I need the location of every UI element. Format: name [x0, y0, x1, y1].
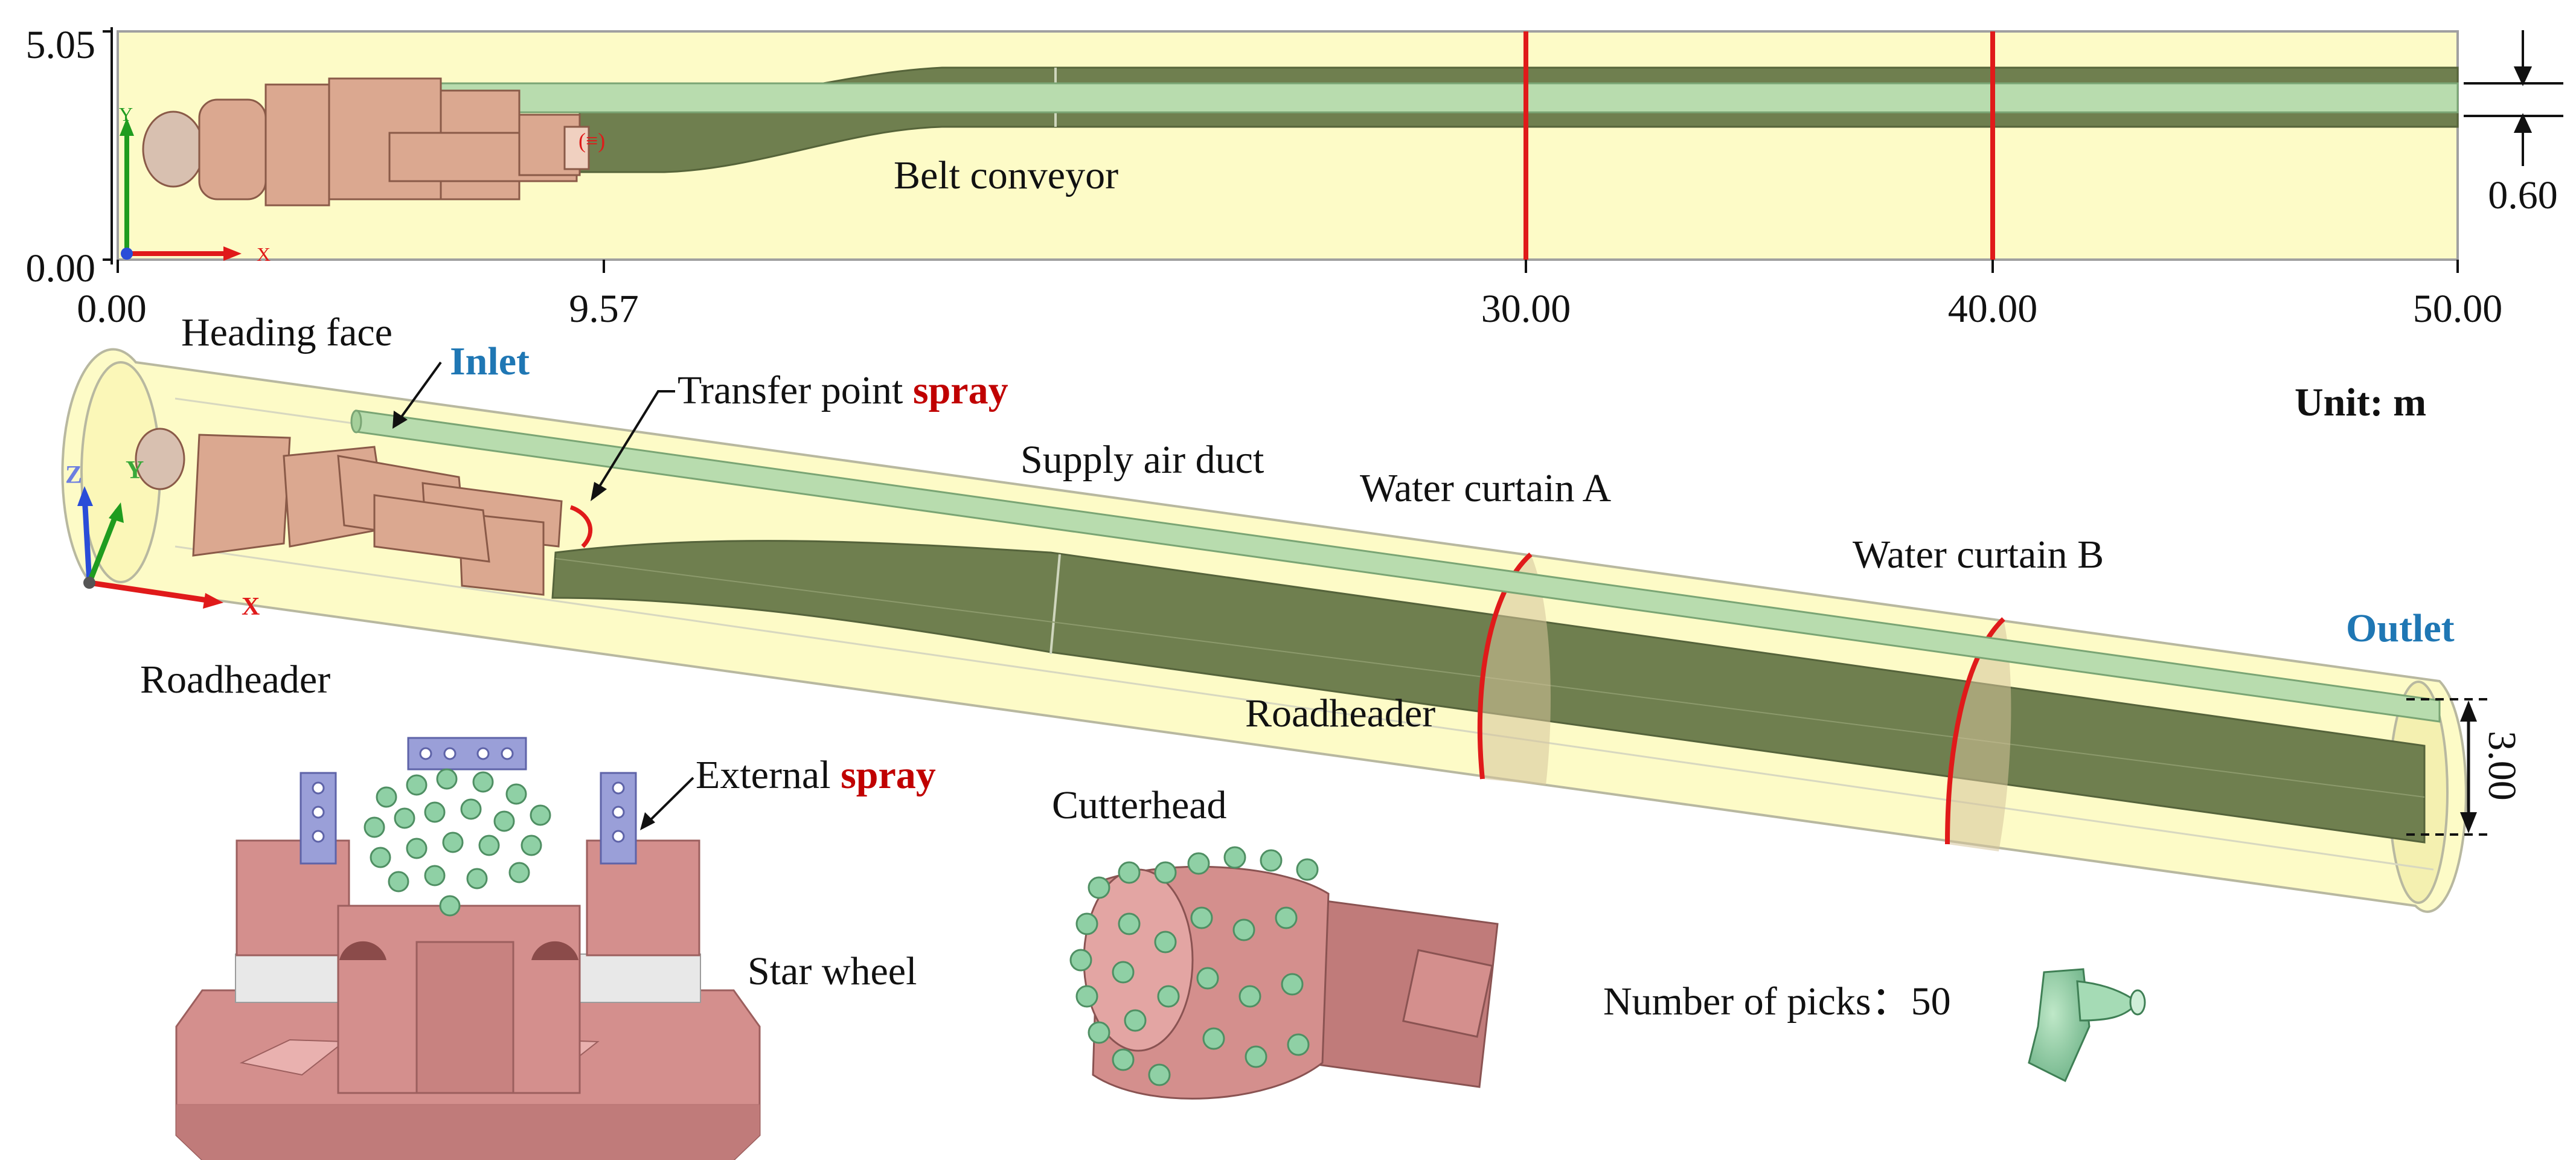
diameter-dimension	[2406, 698, 2488, 836]
top-axis-y-label: Y	[119, 103, 133, 125]
top-y-tick-bottom: 0.00	[26, 246, 96, 290]
transfer-point-text: Transfer point	[678, 368, 913, 412]
water-curtain-a-label: Water curtain A	[1360, 466, 1612, 510]
iso-axis-triad: Z Y X	[65, 457, 260, 621]
unit-label: Unit: m	[2295, 380, 2426, 425]
number-of-picks-label: Number of picks：50	[1603, 979, 1951, 1024]
transfer-spray-text: spray	[913, 368, 1008, 412]
iso-axis-z-label: Z	[65, 461, 82, 489]
duct-height-label: 0.60	[2488, 173, 2558, 217]
iso-axis-x-label: X	[242, 593, 260, 621]
duct-height-dimension	[2464, 30, 2563, 166]
star-wheel-label: Star wheel	[748, 949, 917, 993]
outlet-label: Outlet	[2346, 606, 2455, 650]
top-axis-x-label: X	[257, 243, 271, 265]
roadheader-label: Roadheader	[140, 658, 330, 702]
top-x-tick-3: 40.00	[1948, 287, 2038, 331]
diameter-label: 3.00	[2480, 731, 2524, 801]
supply-air-duct-label: Supply air duct	[1020, 438, 1264, 482]
cutterhead-picks	[1069, 846, 1319, 1086]
top-spray-glyph: (≡)	[578, 129, 605, 153]
top-y-tick-top: 5.05	[26, 23, 96, 67]
iso-axis-y-label: Y	[126, 457, 144, 484]
top-x-tick-4: 50.00	[2413, 287, 2503, 331]
top-x-tick-1: 9.57	[569, 287, 639, 331]
transfer-point-spray-label: Transfer point spray	[678, 368, 1008, 412]
external-spray-label: External spray	[696, 753, 936, 797]
top-x-tick-2: 30.00	[1481, 287, 1571, 331]
inlet-label: Inlet	[450, 339, 530, 383]
top-view: (≡) Y X 5.05 0.00 0.00 9.57 30.00 40.00	[26, 23, 2563, 331]
star-wheel-detail: External spray Star wheel	[175, 737, 936, 1160]
external-spray-text: External	[696, 753, 841, 797]
iso-transfer-spray-mark	[569, 505, 593, 548]
iso-roadheader	[135, 428, 563, 596]
picks-detail: Number of picks：50	[1603, 968, 2146, 1083]
top-axis-triad: Y X	[119, 103, 271, 265]
roadheader-mid-label: Roadheader	[1245, 691, 1435, 735]
top-supply-duct	[360, 82, 2459, 114]
external-spray-red: spray	[841, 753, 936, 797]
heading-face-label: Heading face	[181, 310, 392, 354]
top-roadheader	[142, 77, 590, 207]
water-curtain-b-label: Water curtain B	[1853, 533, 2104, 577]
iso-view: Heading face	[61, 310, 2524, 913]
single-pick-icon	[2028, 968, 2146, 1083]
cutterhead-detail: Cutterhead	[1052, 783, 1499, 1100]
star-wheel-picks	[364, 768, 551, 917]
top-x-tick-0: 0.00	[77, 287, 147, 331]
cutterhead-label: Cutterhead	[1052, 783, 1227, 827]
belt-conveyor-label: Belt conveyor	[894, 153, 1118, 197]
